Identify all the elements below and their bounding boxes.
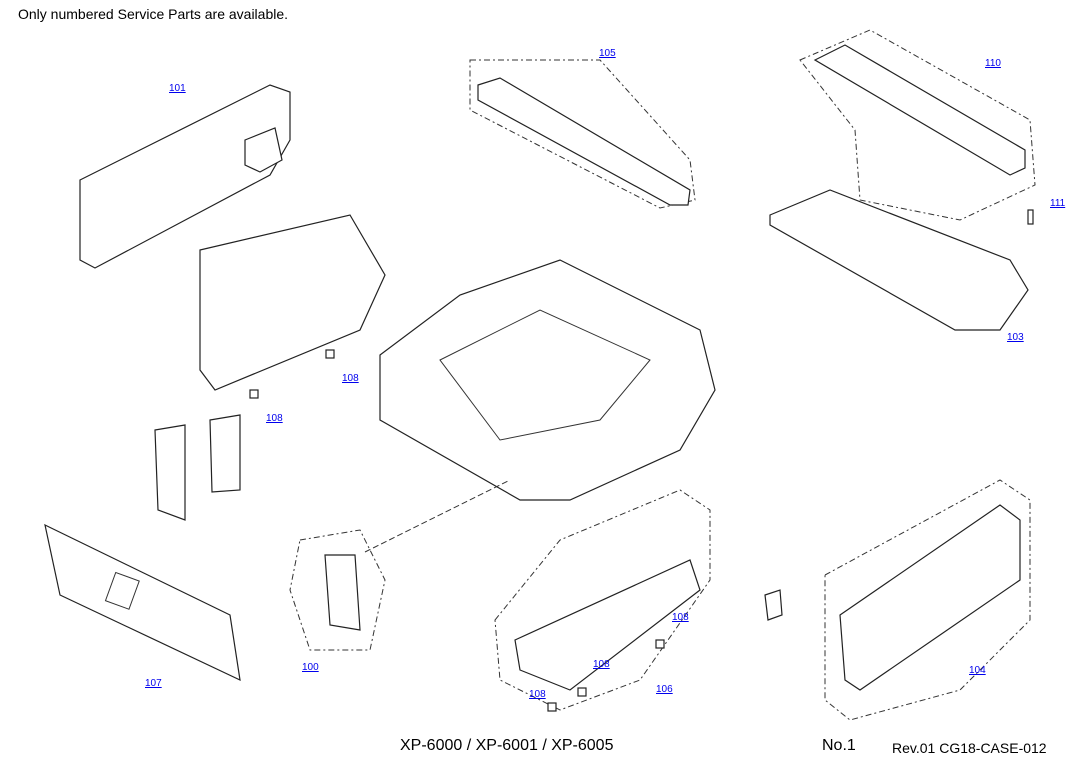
part-label-110[interactable]: 110 <box>985 58 1001 69</box>
group-outline-105 <box>469 59 696 209</box>
side-bracket <box>764 589 783 621</box>
part-label-108[interactable]: 108 <box>593 659 610 670</box>
part-label-103[interactable]: 103 <box>1007 332 1024 343</box>
part-108-foot <box>655 639 665 649</box>
group-outline-104 <box>824 479 1031 721</box>
part-label-108[interactable]: 108 <box>266 413 283 424</box>
part-100-bracket <box>324 554 361 631</box>
revision-code: Rev.01 CG18-CASE-012 <box>892 740 1047 756</box>
part-label-111[interactable]: 111 <box>1050 198 1066 209</box>
circuit-bracket <box>154 424 186 521</box>
part-label-108[interactable]: 108 <box>342 373 359 384</box>
part-104-housing-right <box>839 504 1021 691</box>
part-label-100[interactable]: 100 <box>302 662 319 673</box>
part-108-foot <box>249 389 259 399</box>
part-103-tray <box>769 189 1029 331</box>
part-110-cover <box>813 44 1026 176</box>
part-label-104[interactable]: 104 <box>969 665 986 676</box>
model-names: XP-6000 / XP-6001 / XP-6005 <box>400 737 614 754</box>
group-outline-106 <box>494 489 711 711</box>
part-107-front-panel <box>44 523 241 682</box>
part-label-107[interactable]: 107 <box>145 678 162 689</box>
circuit-board <box>209 414 241 493</box>
printer-mechanism <box>379 259 716 501</box>
carriage-assembly <box>199 214 386 391</box>
part-111-pin <box>1027 209 1034 225</box>
part-label-108[interactable]: 108 <box>529 689 546 700</box>
availability-note: Only numbered Service Parts are availabl… <box>18 6 289 22</box>
part-108-foot <box>577 687 587 697</box>
part-label-106[interactable]: 106 <box>656 684 673 695</box>
part-106-base <box>514 559 701 691</box>
part-label-101[interactable]: 101 <box>169 83 186 94</box>
page-number: No.1 <box>822 737 856 754</box>
printer-inner <box>439 309 651 441</box>
group-outline-100 <box>289 529 386 651</box>
part-101-detail <box>244 127 283 173</box>
display-window <box>104 571 140 610</box>
part-108-foot <box>325 349 335 359</box>
part-label-105[interactable]: 105 <box>599 48 616 59</box>
part-label-108[interactable]: 108 <box>672 612 689 623</box>
part-105-panel <box>477 77 691 206</box>
part-108-foot <box>547 702 557 712</box>
group-outline-110 <box>799 29 1036 221</box>
